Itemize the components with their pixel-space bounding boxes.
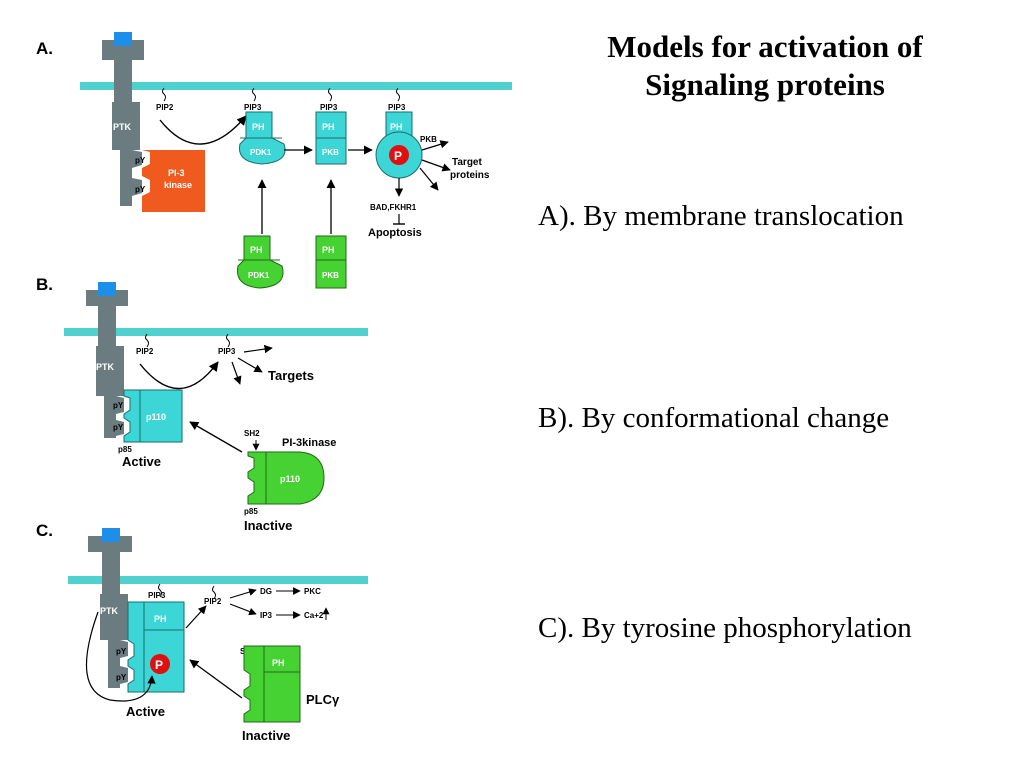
ptk-label-b: PTK [96, 362, 115, 372]
plc-inactive [243, 645, 301, 723]
inactive-c: Inactive [242, 728, 290, 743]
plc-label-c: PLCγ [306, 692, 340, 707]
sh2-b: SH2 [244, 429, 260, 438]
ph-a-3: PH [390, 122, 403, 132]
py-c-2: pY [116, 673, 127, 682]
pip3-b: PIP3 [218, 347, 236, 356]
phospho-a [389, 145, 409, 165]
py-c-1: pY [116, 647, 127, 656]
pip3-c: PIP3 [148, 591, 166, 600]
caption-a: A). By membrane translocation [538, 200, 904, 232]
pkb-label-a: PKB [420, 135, 437, 144]
ph-a-2: PH [322, 122, 335, 132]
pip2-c: PIP2 [204, 597, 222, 606]
p-c: P [155, 658, 163, 672]
arrow-pip2-pip3-a [159, 115, 247, 145]
pip3-a-1: PIP3 [244, 103, 262, 112]
membrane-b [64, 328, 368, 336]
ptk-label-a: PTK [113, 122, 132, 132]
caption-c: C). By tyrosine phosphorylation [538, 612, 912, 644]
caption-b: B). By conformational change [538, 402, 890, 434]
receptor-a [102, 32, 144, 206]
membrane-c [68, 576, 368, 584]
panel-c: C. PTK PIP3 PH pY pY P Active PIP2 DG PK… [36, 521, 368, 743]
title-line-1: Models for activation of [607, 29, 923, 64]
pi3k-inactive [247, 451, 325, 505]
panel-a: A. PTK pY pY PI-3 kinase PIP2 PIP3 PH PD… [36, 32, 512, 289]
ca-c: Ca+2 [304, 611, 324, 620]
ph-inactive-c: PH [272, 658, 285, 668]
arrow-pip2-pip3-b [139, 361, 219, 390]
target-a-1: Target [452, 157, 482, 168]
receptor-c [88, 536, 132, 688]
pip2-b: PIP2 [136, 347, 154, 356]
slide-title: Models for activation of Signaling prote… [540, 28, 990, 104]
pkb-a: PKB [322, 148, 339, 157]
ptk-label-c: PTK [100, 606, 119, 616]
pip3-a-3: PIP3 [388, 103, 406, 112]
active-c: Active [126, 704, 165, 719]
title-line-2: Signaling proteins [645, 67, 885, 102]
py-b-2: pY [113, 423, 124, 432]
dg-c: DG [260, 587, 272, 596]
panel-c-letter: C. [36, 521, 53, 540]
pi3-kinase-a [142, 150, 205, 212]
ph-green-2: PH [322, 245, 335, 255]
pi3k-active [123, 389, 183, 443]
pdk1-a: PDK1 [250, 148, 272, 157]
ph-a-1: PH [252, 122, 265, 132]
py-b-1: pY [113, 401, 124, 410]
plc-active [127, 601, 185, 693]
inactive-b: Inactive [244, 518, 292, 533]
ph-c: PH [154, 614, 167, 624]
arrow-activation-c [189, 659, 243, 699]
pi3-label-a-2: kinase [164, 180, 192, 190]
receptor-a-ligand [114, 32, 132, 46]
p85-active: p85 [118, 445, 132, 454]
p-a: P [394, 149, 402, 163]
p110-active: p110 [146, 412, 166, 422]
py-a-1: pY [135, 156, 146, 165]
pip2-a: PIP2 [156, 103, 174, 112]
targets-b: Targets [268, 368, 314, 383]
pi3-label-a-1: PI-3 [168, 168, 185, 178]
pkb-inactive [315, 235, 347, 289]
pdk1-green: PDK1 [248, 271, 270, 280]
panel-a-letter: A. [36, 39, 53, 58]
pdk1-inactive [236, 235, 284, 289]
bad-a: BAD,FKHR1 [370, 203, 417, 212]
arrow-activation-b [189, 421, 243, 453]
ph-green-1: PH [250, 245, 263, 255]
p85-inactive: p85 [244, 507, 258, 516]
pi3kinase-b: PI-3kinase [282, 437, 336, 449]
py-a-2: pY [135, 185, 146, 194]
panel-b: B. PTK PIP2 PIP3 Targets pY pY p110 p85 … [36, 275, 368, 533]
pip3-a-2: PIP3 [320, 103, 338, 112]
arrow-phosphorylation-c [85, 611, 156, 702]
target-a-2: proteins [450, 170, 490, 181]
ip3-c: IP3 [260, 611, 273, 620]
active-b: Active [122, 454, 161, 469]
receptor-b [86, 290, 128, 438]
receptor-c-ligand [102, 528, 120, 542]
pkb-green: PKB [322, 271, 339, 280]
panel-b-letter: B. [36, 275, 53, 294]
p110-inactive: p110 [280, 474, 300, 484]
receptor-b-ligand [98, 282, 116, 296]
pkc-c: PKC [304, 587, 321, 596]
membrane-a [80, 82, 512, 90]
phospho-c [150, 654, 170, 674]
apoptosis-a: Apoptosis [368, 227, 422, 239]
